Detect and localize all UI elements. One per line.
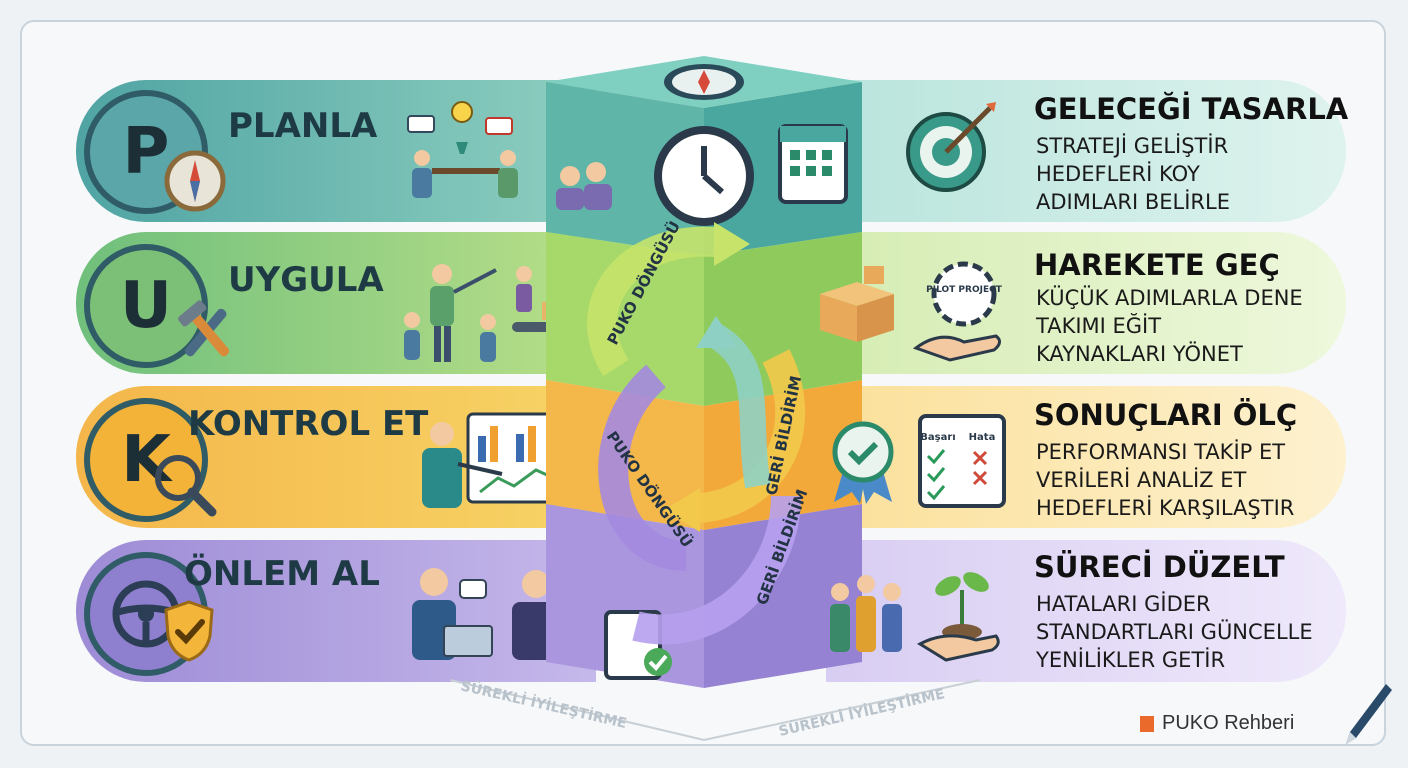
steering-wheel-icon [112, 580, 180, 648]
plan-line-1: STRATEJİ GELİŞTİR [1036, 134, 1229, 158]
magnifier-icon [155, 455, 217, 517]
pen-icon [1346, 684, 1392, 744]
right-title-plan: GELECEĞİ TASARLA [1034, 92, 1349, 126]
do-line-1: KÜÇÜK ADIMLARLA DENE [1036, 286, 1303, 310]
medal-icon [832, 421, 894, 504]
bookmark-icon [1140, 715, 1154, 732]
act-line-3: YENİLİKLER GETİR [1036, 648, 1226, 672]
plan-line-3: ADIMLARI BELİRLE [1036, 190, 1230, 214]
checklist-success: Başarı [920, 432, 955, 443]
box-icon [820, 266, 894, 342]
do-line-3: KAYNAKLARI YÖNET [1036, 342, 1243, 366]
step-title-do: UYGULA [228, 260, 384, 300]
check-line-1: PERFORMANSI TAKİP ET [1036, 440, 1286, 464]
check-line-2: VERİLERİ ANALİZ ET [1036, 468, 1247, 492]
checklist-error: Hata [969, 432, 996, 443]
act-line-2: STANDARTLARI GÜNCELLE [1036, 620, 1313, 644]
step-title-check: KONTROL ET [188, 404, 429, 444]
base-label-left: SÜREKLİ İYİLEŞTİRME [459, 676, 629, 732]
puko-cube: PUKO DÖNGÜSÜ PUKO DÖNGÜSÜ GERİ BİLDİRİM … [546, 56, 862, 688]
shield-check-icon [164, 600, 214, 662]
compass-icon [164, 150, 226, 212]
footer-brand: PUKO Rehberi [1140, 712, 1294, 735]
footer-text: PUKO Rehberi [1162, 712, 1295, 734]
celebration-icon [830, 575, 902, 652]
base-label-right: SÜREKLİ İYİLEŞTİRME [777, 684, 947, 740]
badge-letter: P [122, 115, 170, 189]
plan-line-2: HEDEFLERİ KOY [1036, 162, 1200, 186]
workers-icon [404, 264, 497, 362]
act-line-1: HATALARI GİDER [1036, 592, 1211, 616]
check-line-3: HEDEFLERİ KARŞILAŞTIR [1036, 496, 1295, 520]
badge-letter: U [120, 269, 172, 343]
badge-letter: K [121, 423, 171, 497]
pilot-gear-icon: PILOT PROJECT [912, 261, 1003, 362]
right-title-act: SÜRECİ DÜZELT [1034, 550, 1285, 584]
right-title-check: SONUÇLARI ÖLÇ [1034, 398, 1298, 432]
pilot-label: PILOT PROJECT [926, 285, 1003, 295]
do-line-2: TAKIMI EĞİT [1036, 314, 1162, 338]
plant-hand-icon [916, 572, 1000, 662]
checklist-icon: Başarı Hata [918, 414, 1006, 508]
tools-icon [178, 300, 230, 357]
step-title-act: ÖNLEM AL [184, 554, 380, 594]
step-title-plan: PLANLA [228, 106, 378, 146]
base-floor: SÜREKLİ İYİLEŞTİRME SÜREKLİ İYİLEŞTİRME [450, 676, 981, 742]
target-icon [906, 102, 996, 192]
team-meeting-icon [407, 101, 518, 198]
right-title-do: HAREKETE GEÇ [1034, 248, 1280, 282]
